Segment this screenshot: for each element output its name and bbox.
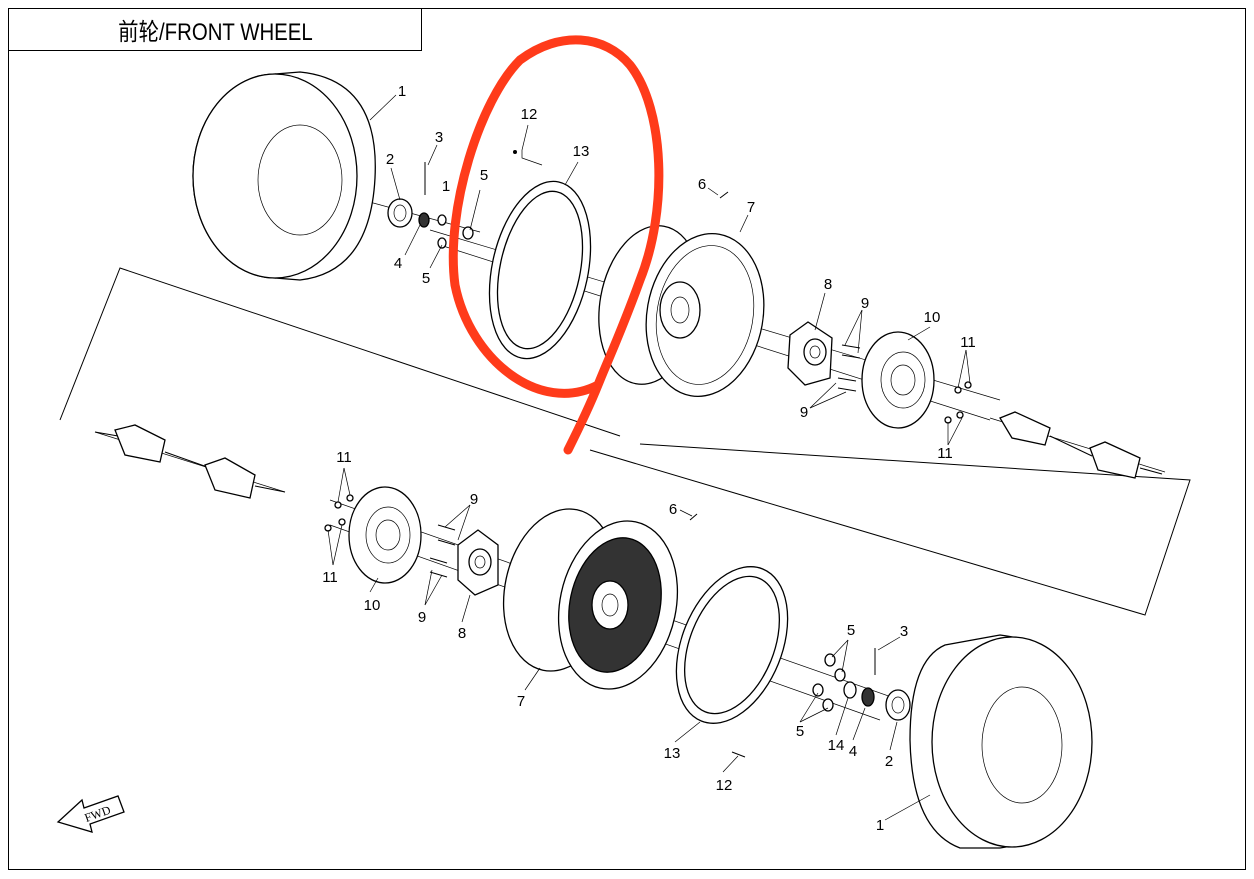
callout-hub-upper: 8	[824, 276, 832, 293]
bolts-11-upper	[944, 381, 972, 424]
callout-bolt11-top-lower: 11	[336, 449, 352, 466]
callout-nut5-bottom-lower: 5	[796, 723, 804, 740]
drawing-frame	[8, 8, 1246, 870]
callout-bolt9-top-lower: 9	[470, 491, 478, 508]
callout-cap-upper: 2	[386, 151, 394, 168]
callout-bolt11-bottom-upper: 11	[937, 445, 953, 462]
callout-bolt12-lower: 12	[716, 777, 733, 794]
drive-shaft-upper-right	[999, 411, 1163, 479]
callout-cap-lower: 2	[885, 753, 893, 770]
callout-hub-nut-upper: 1	[442, 178, 450, 195]
callout-bolt12-upper: 12	[521, 106, 538, 123]
callout-pin-upper: 3	[435, 129, 443, 146]
callout-tire-upper: 1	[398, 83, 406, 100]
tire-lower	[909, 634, 1093, 849]
bolts-9-lower	[429, 524, 456, 578]
callout-disc-upper: 10	[924, 309, 941, 326]
hub-upper	[787, 321, 833, 386]
red-annotation-circle	[448, 35, 664, 455]
hardware-lower	[731, 648, 911, 758]
callout-bolt11-bottom-lower: 11	[322, 569, 338, 586]
bolts-9-upper	[837, 344, 861, 392]
callout-nut5-top-lower: 5	[847, 622, 855, 639]
bolts-11-lower	[324, 494, 354, 532]
callout-bolt9-bottom-lower: 9	[418, 609, 426, 626]
hub-lower	[457, 529, 499, 596]
brake-disc-upper	[861, 331, 935, 429]
callout-nut5-bottom-upper: 5	[422, 270, 430, 287]
callout-disc-lower: 10	[364, 597, 381, 614]
callout-washer-lower: 14	[828, 737, 845, 754]
lower-assembly	[94, 424, 1093, 849]
callout-nut5-top-upper: 5	[480, 167, 488, 184]
callout-valve-upper: 6	[698, 176, 706, 193]
callout-bolt11-top-upper: 11	[960, 334, 976, 351]
title-box: 前轮/FRONT WHEEL	[8, 8, 422, 51]
callout-rim-upper: 7	[747, 199, 755, 216]
callout-hub-lower: 8	[458, 625, 466, 642]
callout-beadlock-lower: 13	[664, 745, 681, 762]
leader-lines	[327, 94, 971, 821]
drive-shaft-lower-left	[94, 424, 286, 499]
page-title: 前轮/FRONT WHEEL	[117, 19, 313, 46]
callout-rim-lower: 7	[517, 693, 525, 710]
callout-pin-lower: 3	[900, 623, 908, 640]
tire-upper	[192, 71, 376, 281]
fwd-arrow: FWD	[56, 795, 125, 833]
callout-valve-lower: 6	[669, 501, 677, 518]
callout-bolt9-bottom-upper: 9	[800, 404, 808, 421]
callout-nut-upper: 4	[394, 255, 402, 272]
callouts-lower: 11 11 10 9 9 8 6 7 13 12 5 5 3 14 4 2 1	[322, 449, 908, 834]
callout-nut-lower: 4	[849, 743, 857, 760]
callouts-upper: 1 2 3 4 1 5 5 12 13 6 7 8 9 9 10 11 11	[386, 83, 976, 462]
upper-assembly	[192, 71, 1163, 479]
callout-bolt9-top-upper: 9	[861, 295, 869, 312]
callout-tire-lower: 1	[876, 817, 884, 834]
beadlock-ring-lower	[675, 566, 789, 724]
rim-upper	[598, 191, 765, 398]
rim-lower	[502, 508, 698, 690]
beadlock-ring-upper	[488, 150, 592, 360]
callout-beadlock-upper: 13	[573, 143, 590, 160]
brake-disc-lower	[348, 486, 422, 584]
